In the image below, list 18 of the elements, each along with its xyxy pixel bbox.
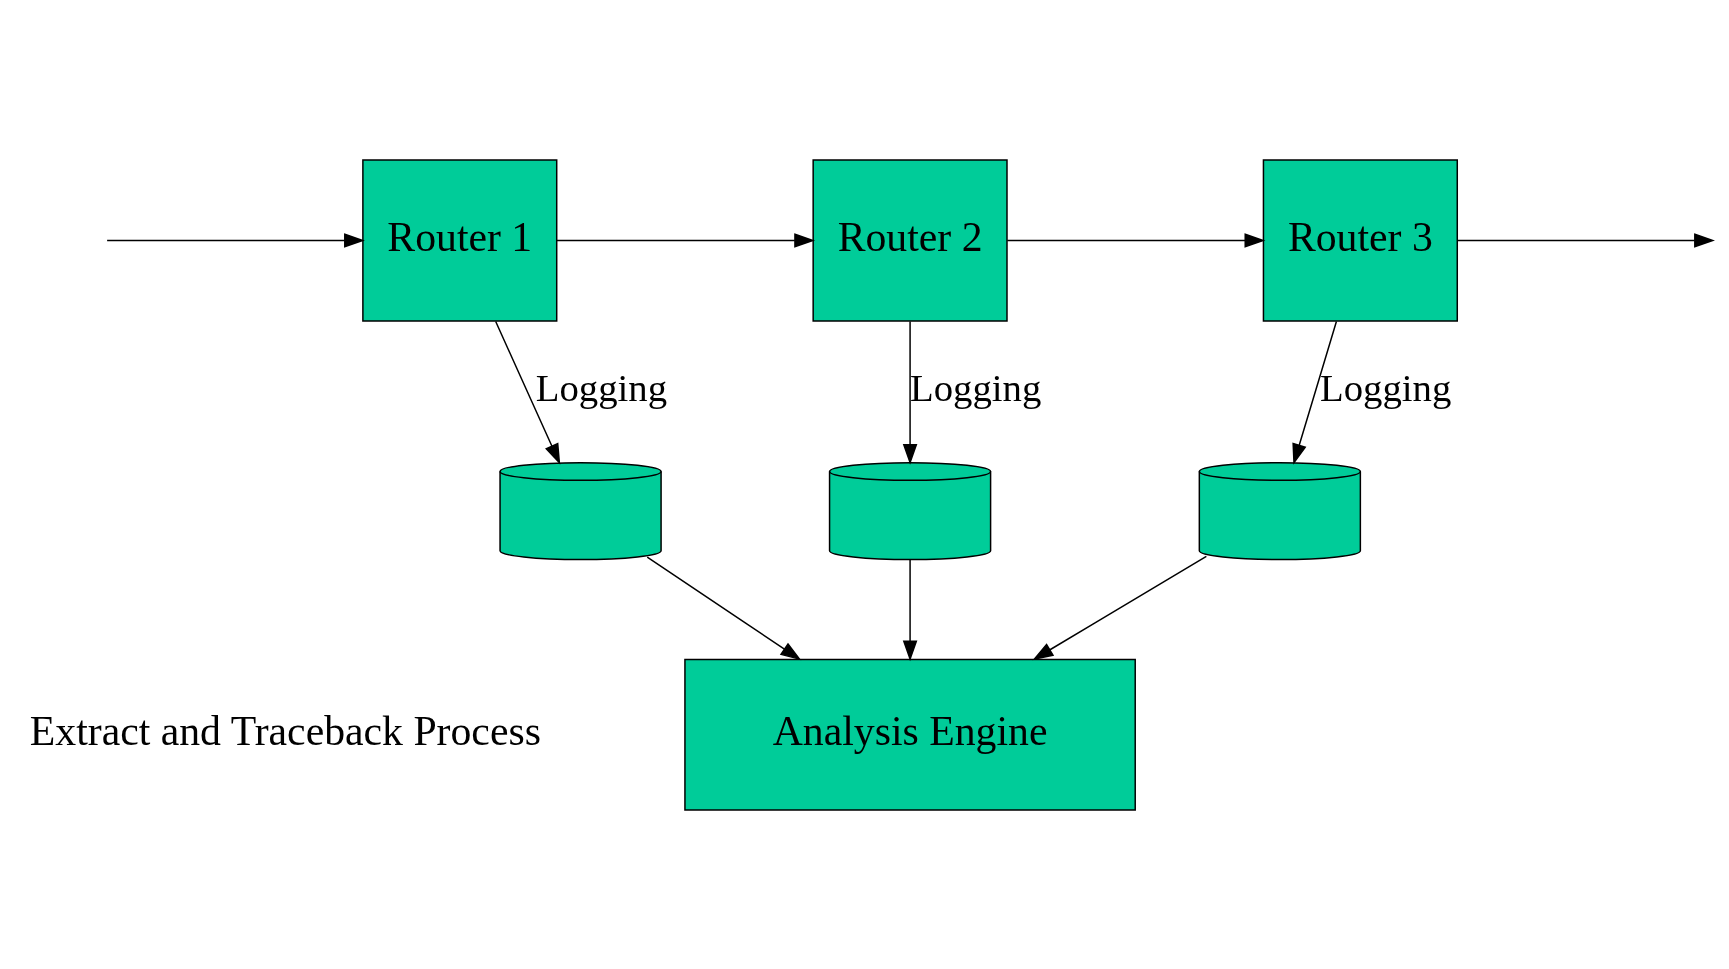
- edge-label: Logging: [1320, 365, 1452, 409]
- arrow: [556, 232, 816, 248]
- edge-label: Logging: [535, 365, 668, 409]
- node-box: Router 1: [362, 158, 558, 322]
- arrow: [494, 320, 561, 465]
- node-box: Router 3: [1262, 158, 1458, 322]
- edge-label: Logging: [910, 365, 1042, 409]
- arrow: [902, 320, 918, 465]
- arrow: [106, 232, 365, 248]
- arrow: [1456, 232, 1715, 248]
- arrow: [1292, 320, 1338, 465]
- node-box: Analysis Engine: [684, 658, 1136, 811]
- label: Extract and Traceback Process: [29, 707, 541, 754]
- arrow: [646, 556, 802, 660]
- arrow: [1006, 232, 1266, 248]
- arrow: [1032, 555, 1208, 660]
- node-box: Router 2: [812, 158, 1008, 322]
- arrow: [902, 558, 918, 661]
